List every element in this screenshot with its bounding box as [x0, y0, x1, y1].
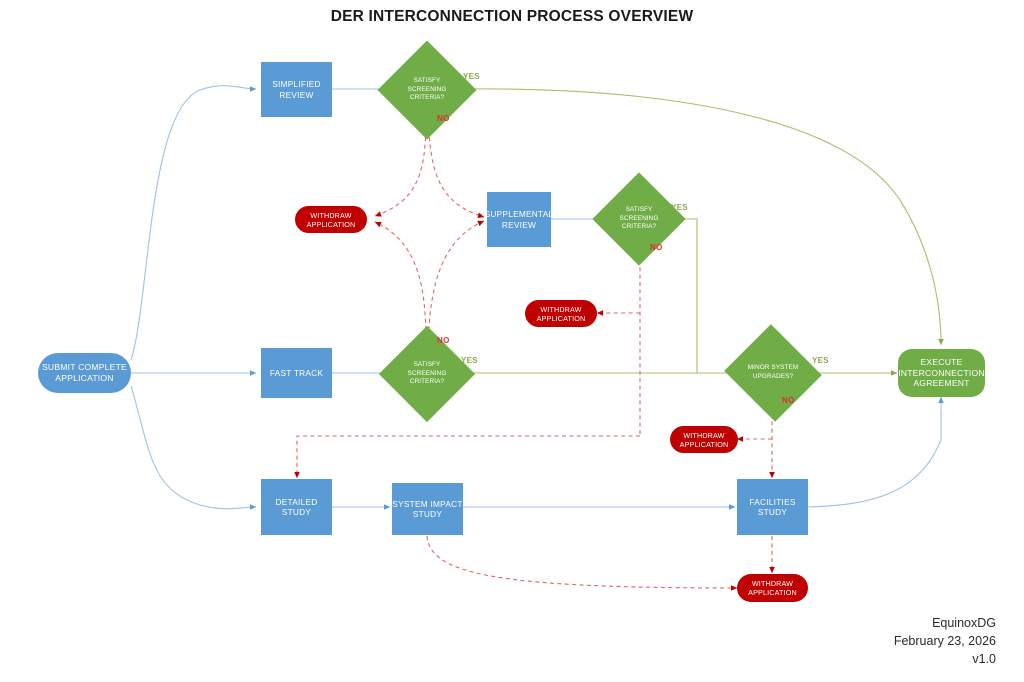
node-execute-interconnection-agreement[interactable]: EXECUTE INTERCONNECTION AGREEMENT	[898, 349, 985, 397]
page-title: DER INTERCONNECTION PROCESS OVERVIEW	[330, 8, 694, 25]
node-withdraw-application-2[interactable]: WITHDRAW APPLICATION	[525, 300, 597, 327]
edge-label-no-4: NO	[782, 396, 795, 405]
edge-label-yes-2: YES	[671, 203, 688, 212]
node-screening-criteria-3[interactable]: SATISFY SCREENING CRITERIA?	[378, 325, 476, 423]
node-label: WITHDRAW APPLICATION	[748, 579, 797, 597]
node-simplified-review[interactable]: SIMPLIFIED REVIEW	[261, 62, 332, 117]
edge-label-no-3: NO	[437, 336, 450, 345]
node-fast-track[interactable]: FAST TRACK	[261, 348, 332, 398]
node-label: SUBMIT COMPLETE APPLICATION	[42, 362, 127, 383]
edge-label-no-2: NO	[650, 243, 663, 252]
node-label: SYSTEM IMPACT STUDY	[392, 498, 463, 519]
edge-label-yes-1: YES	[463, 72, 480, 81]
node-label: MINOR SYSTEM UPGRADES?	[747, 364, 799, 380]
node-label: WITHDRAW APPLICATION	[306, 210, 356, 229]
footer-version: v1.0	[972, 651, 996, 666]
node-facilities-study[interactable]: FACILITIES STUDY	[737, 479, 808, 535]
node-label: WITHDRAW APPLICATION	[536, 304, 586, 323]
node-minor-system-upgrades[interactable]: MINOR SYSTEM UPGRADES?	[724, 324, 822, 422]
footer-block: EquinoxDG February 23, 2026 v1.0	[894, 614, 996, 668]
node-label: FAST TRACK	[269, 367, 324, 378]
node-withdraw-application-1[interactable]: WITHDRAW APPLICATION	[295, 206, 367, 233]
node-screening-criteria-2[interactable]: SATISFY SCREENING CRITERIA?	[592, 172, 686, 266]
edge-label-yes-4: YES	[812, 356, 829, 365]
node-detailed-study[interactable]: DETAILED STUDY	[261, 479, 332, 535]
node-system-impact-study[interactable]: SYSTEM IMPACT STUDY	[392, 483, 463, 535]
node-label: FACILITIES STUDY	[749, 496, 796, 517]
node-screening-criteria-1[interactable]: SATISFY SCREENING CRITERIA?	[377, 40, 477, 140]
node-label: SIMPLIFIED REVIEW	[272, 79, 321, 100]
node-supplemental-review[interactable]: SUPPLEMENTAL REVIEW	[484, 192, 554, 247]
edge-label-yes-3: YES	[461, 356, 478, 365]
node-label: EXECUTE INTERCONNECTION AGREEMENT	[898, 356, 985, 389]
footer-company: EquinoxDG	[932, 615, 996, 630]
node-submit-complete-application[interactable]: SUBMIT COMPLETE APPLICATION	[38, 353, 131, 393]
no-path-edges	[294, 114, 775, 591]
blue-flow-edges	[130, 85, 944, 510]
node-label: SATISFY SCREENING CRITERIA?	[407, 77, 447, 102]
node-withdraw-application-4[interactable]: WITHDRAW APPLICATION	[737, 574, 808, 602]
footer-date: February 23, 2026	[893, 633, 996, 648]
node-withdraw-application-3[interactable]: WITHDRAW APPLICATION	[670, 426, 738, 453]
node-label: DETAILED STUDY	[275, 496, 318, 517]
edge-label-no-1: NO	[437, 114, 450, 123]
node-label: SATISFY SCREENING CRITERIA?	[619, 206, 659, 231]
node-label: WITHDRAW APPLICATION	[679, 430, 729, 449]
node-label: SATISFY SCREENING CRITERIA?	[407, 361, 447, 386]
node-label: SUPPLEMENTAL REVIEW	[484, 209, 554, 230]
